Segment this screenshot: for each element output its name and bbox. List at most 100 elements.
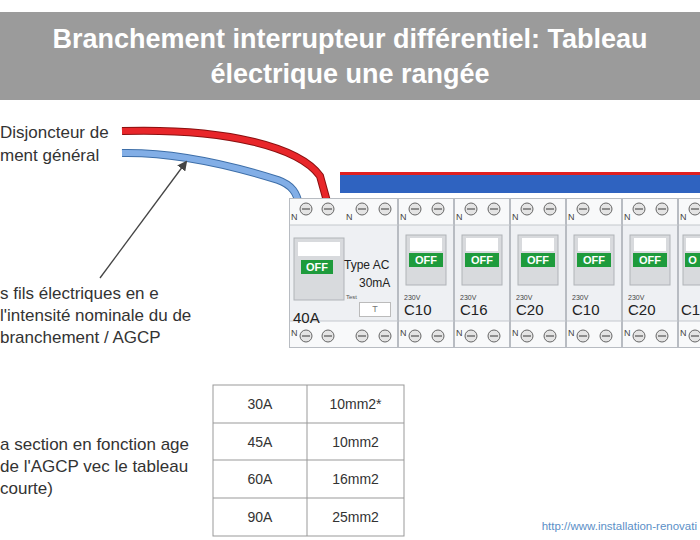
curve-rating: C20 — [628, 302, 656, 319]
switch-housing — [630, 235, 670, 285]
strip-edge — [455, 321, 510, 322]
neutral-wire — [122, 153, 299, 205]
off-indicator: OFF — [301, 260, 333, 274]
switch-housing — [406, 235, 446, 285]
terminal-screw — [633, 330, 645, 342]
phase-wire — [122, 131, 328, 205]
terminal-screw — [379, 330, 391, 342]
strip-edge — [290, 225, 398, 226]
switch-lever — [522, 238, 554, 251]
terminal-letter: N — [291, 329, 298, 339]
screw-slot — [358, 208, 366, 209]
terminal-letter: N — [512, 213, 519, 223]
off-indicator: OFF — [633, 253, 667, 267]
module-housing — [511, 199, 567, 348]
strip-edge — [511, 321, 566, 322]
circuit-breaker: NOFF230VC20N — [622, 198, 678, 348]
module-body — [679, 199, 700, 348]
strip-edge — [567, 321, 622, 322]
strip-edge — [623, 225, 678, 226]
screw-slot — [381, 208, 389, 209]
switch-housing — [683, 235, 700, 285]
terminal-screw — [322, 330, 334, 342]
terminal-screw — [465, 203, 477, 215]
terminal-letter: N — [456, 329, 463, 339]
callout-text: Disjoncteur de ment général — [0, 121, 125, 167]
module-housing — [679, 199, 700, 348]
switch-lever — [686, 238, 700, 251]
terminal-letter: N — [680, 329, 687, 339]
screw-slot — [658, 335, 666, 336]
callout-text: s fils électriques en e l'intensité nomi… — [0, 283, 215, 349]
terminal-strip — [511, 199, 565, 225]
terminal-screw — [521, 330, 533, 342]
terminal-screw — [432, 330, 444, 342]
screw-slot — [602, 208, 610, 209]
terminal-screw — [300, 203, 312, 215]
screw-slot — [467, 335, 475, 336]
module-housing — [455, 199, 511, 348]
module-body — [623, 199, 678, 348]
switch-lever — [410, 238, 442, 251]
screw-slot — [691, 208, 699, 209]
terminal-letter: N — [456, 213, 463, 223]
voltage-label: 230V — [628, 294, 644, 302]
screw-slot — [434, 208, 442, 209]
terminal-screw — [356, 203, 368, 215]
terminal-screw — [300, 330, 312, 342]
comb-busbar-phase — [340, 172, 700, 175]
switch-lever — [634, 238, 666, 251]
terminal-strip — [399, 321, 453, 347]
neutral-wire-outline — [122, 153, 299, 205]
test-label: Test — [346, 294, 357, 301]
circuit-breaker: NOC1N — [678, 198, 700, 348]
terminal-screw — [600, 330, 612, 342]
off-indicator: OFF — [409, 253, 443, 267]
table-cell: 60A — [213, 460, 307, 498]
terminal-screw — [521, 203, 533, 215]
screw-slot — [302, 208, 310, 209]
screw-slot — [579, 335, 587, 336]
terminal-screw — [544, 203, 556, 215]
terminal-screw — [656, 330, 668, 342]
terminal-letter: N — [400, 329, 407, 339]
watermark-url: http://www.installation-renovati — [542, 519, 697, 533]
circuit-breaker: NOFF230VC10N — [566, 198, 622, 348]
table-grid — [213, 385, 404, 536]
diagram-title: Branchement interrupteur différentiel: T… — [40, 22, 660, 92]
strip-edge — [623, 321, 678, 322]
terminal-strip — [399, 199, 453, 225]
terminal-strip — [623, 199, 677, 225]
circuit-breaker: NOFF230VC16N — [454, 198, 510, 348]
terminal-screw — [656, 203, 668, 215]
screw-slot — [490, 208, 498, 209]
off-indicator: OFF — [577, 253, 611, 267]
switch-lever — [578, 238, 610, 251]
off-indicator: OFF — [465, 253, 499, 267]
screw-slot — [381, 335, 389, 336]
screw-slot — [324, 208, 332, 209]
rating-label: 40A — [293, 310, 320, 327]
screw-slot — [302, 335, 310, 336]
comb-busbar — [340, 172, 700, 193]
switch-housing — [462, 235, 502, 285]
voltage-label: 230V — [516, 294, 532, 302]
screw-slot — [579, 208, 587, 209]
table-cell: 30A — [213, 385, 307, 423]
module-housing — [567, 199, 623, 348]
callout-text: a section en fonction age de l'AGCP vec … — [0, 434, 195, 500]
switch-lever — [298, 242, 340, 256]
module-housing — [623, 199, 679, 348]
terminal-screw — [356, 330, 368, 342]
terminal-screw — [409, 330, 421, 342]
voltage-label: 230V — [572, 294, 588, 302]
module-body — [290, 199, 398, 348]
terminal-strip — [455, 199, 509, 225]
strip-edge — [399, 225, 454, 226]
terminal-letter: N — [400, 213, 407, 223]
table-cell: 45A — [213, 423, 307, 460]
terminal-screw — [577, 203, 589, 215]
table-cell: 10mm2* — [307, 385, 404, 423]
screw-slot — [523, 208, 531, 209]
